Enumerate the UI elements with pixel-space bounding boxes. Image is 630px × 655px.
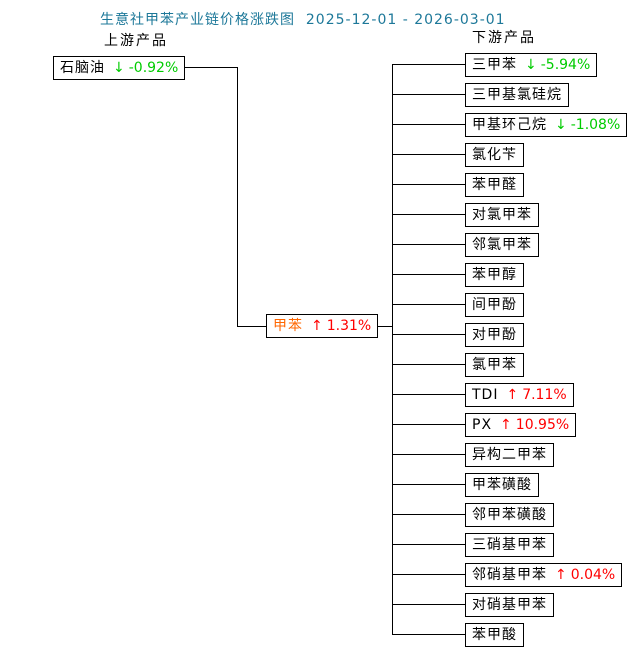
branch-line [392, 94, 466, 95]
node-name: 氯甲苯 [472, 357, 517, 373]
branch-line [392, 634, 466, 635]
branch-line [392, 124, 466, 125]
node-downstream-对硝基甲苯[interactable]: 对硝基甲苯 [465, 593, 554, 617]
change-percent: -1.08% [570, 117, 621, 133]
branch-line [392, 544, 466, 545]
node-downstream-邻氯甲苯[interactable]: 邻氯甲苯 [465, 233, 539, 257]
node-downstream-三甲基氯硅烷[interactable]: 三甲基氯硅烷 [465, 83, 569, 107]
change-percent: -5.94% [540, 57, 591, 73]
branch-line [392, 454, 466, 455]
node-downstream-苯甲醛[interactable]: 苯甲醛 [465, 173, 524, 197]
node-name: 对硝基甲苯 [472, 597, 547, 613]
node-downstream-甲苯磺酸[interactable]: 甲苯磺酸 [465, 473, 539, 497]
node-name: PX [472, 417, 493, 433]
node-upstream-naphtha[interactable]: 石脑油 ↓-0.92% [53, 56, 186, 80]
change-percent: 7.11% [522, 387, 567, 403]
node-name: 邻氯甲苯 [472, 237, 532, 253]
node-name: 甲苯 [273, 318, 303, 334]
node-name: 苯甲醛 [472, 177, 517, 193]
node-name: 苯甲醇 [472, 267, 517, 283]
branch-line [392, 334, 466, 335]
change-value: ↑1.31% [311, 318, 371, 334]
change-value: ↑7.11% [506, 387, 566, 403]
up-arrow-icon: ↑ [500, 417, 512, 433]
node-name: 三甲基氯硅烷 [472, 87, 562, 103]
node-downstream-苯甲醇[interactable]: 苯甲醇 [465, 263, 524, 287]
branch-line [392, 214, 466, 215]
node-name: 异构二甲苯 [472, 447, 547, 463]
node-name: 苯甲酸 [472, 627, 517, 643]
node-name: 邻硝基甲苯 [472, 567, 547, 583]
branch-line [392, 484, 466, 485]
node-name: 邻甲苯磺酸 [472, 507, 547, 523]
down-arrow-icon: ↓ [113, 60, 125, 76]
trunk-line [392, 65, 393, 635]
branch-line [392, 514, 466, 515]
down-arrow-icon: ↓ [525, 57, 537, 73]
down-arrow-icon: ↓ [555, 117, 567, 133]
connector-vertical [237, 67, 238, 327]
page-title: 生意社甲苯产业链价格涨跌图 2025-12-01 - 2026-03-01 [100, 12, 506, 28]
change-value: ↑10.95% [500, 417, 569, 433]
node-name: 甲苯磺酸 [472, 477, 532, 493]
node-name: 石脑油 [60, 60, 105, 76]
change-value: ↓-5.94% [525, 57, 590, 73]
node-downstream-间甲酚[interactable]: 间甲酚 [465, 293, 524, 317]
branch-line [392, 394, 466, 395]
node-name: 甲基环己烷 [472, 117, 547, 133]
branch-line [392, 274, 466, 275]
node-downstream-对氯甲苯[interactable]: 对氯甲苯 [465, 203, 539, 227]
change-value: ↑0.04% [555, 567, 615, 583]
node-name: 三甲苯 [472, 57, 517, 73]
node-name: 氯化苄 [472, 147, 517, 163]
node-downstream-氯甲苯[interactable]: 氯甲苯 [465, 353, 524, 377]
node-name: TDI [472, 387, 499, 403]
node-name: 对氯甲苯 [472, 207, 532, 223]
up-arrow-icon: ↑ [311, 318, 323, 334]
node-downstream-邻硝基甲苯[interactable]: 邻硝基甲苯 ↑0.04% [465, 563, 623, 587]
node-name: 对甲酚 [472, 327, 517, 343]
upstream-label: 上游产品 [104, 33, 168, 49]
branch-line [392, 604, 466, 605]
node-downstream-三硝基甲苯[interactable]: 三硝基甲苯 [465, 533, 554, 557]
change-value: ↓-0.92% [113, 60, 178, 76]
change-percent: -0.92% [128, 60, 179, 76]
branch-line [392, 364, 466, 365]
node-downstream-对甲酚[interactable]: 对甲酚 [465, 323, 524, 347]
change-percent: 0.04% [570, 567, 616, 583]
node-downstream-甲基环己烷[interactable]: 甲基环己烷 ↓-1.08% [465, 113, 628, 137]
up-arrow-icon: ↑ [506, 387, 519, 403]
connector-upstream-horizontal [160, 67, 237, 68]
branch-line [392, 574, 466, 575]
node-center-toluene[interactable]: 甲苯 ↑1.31% [266, 314, 379, 338]
node-downstream-PX[interactable]: PX ↑10.95% [465, 413, 577, 437]
branch-line [392, 184, 466, 185]
downstream-label: 下游产品 [472, 30, 536, 46]
branch-line [392, 154, 466, 155]
node-downstream-苯甲酸[interactable]: 苯甲酸 [465, 623, 524, 647]
node-downstream-三甲苯[interactable]: 三甲苯 ↓-5.94% [465, 53, 598, 77]
change-value: ↓-1.08% [555, 117, 620, 133]
node-downstream-异构二甲苯[interactable]: 异构二甲苯 [465, 443, 554, 467]
branch-line [392, 424, 466, 425]
node-name: 三硝基甲苯 [472, 537, 547, 553]
branch-line [392, 64, 466, 65]
up-arrow-icon: ↑ [555, 567, 567, 583]
node-downstream-TDI[interactable]: TDI ↑7.11% [465, 383, 574, 407]
change-percent: 1.31% [326, 318, 372, 334]
branch-line [392, 304, 466, 305]
node-downstream-氯化苄[interactable]: 氯化苄 [465, 143, 524, 167]
node-name: 间甲酚 [472, 297, 517, 313]
branch-line [392, 244, 466, 245]
connector-center-left [237, 326, 267, 327]
change-percent: 10.95% [515, 417, 570, 433]
node-downstream-邻甲苯磺酸[interactable]: 邻甲苯磺酸 [465, 503, 554, 527]
